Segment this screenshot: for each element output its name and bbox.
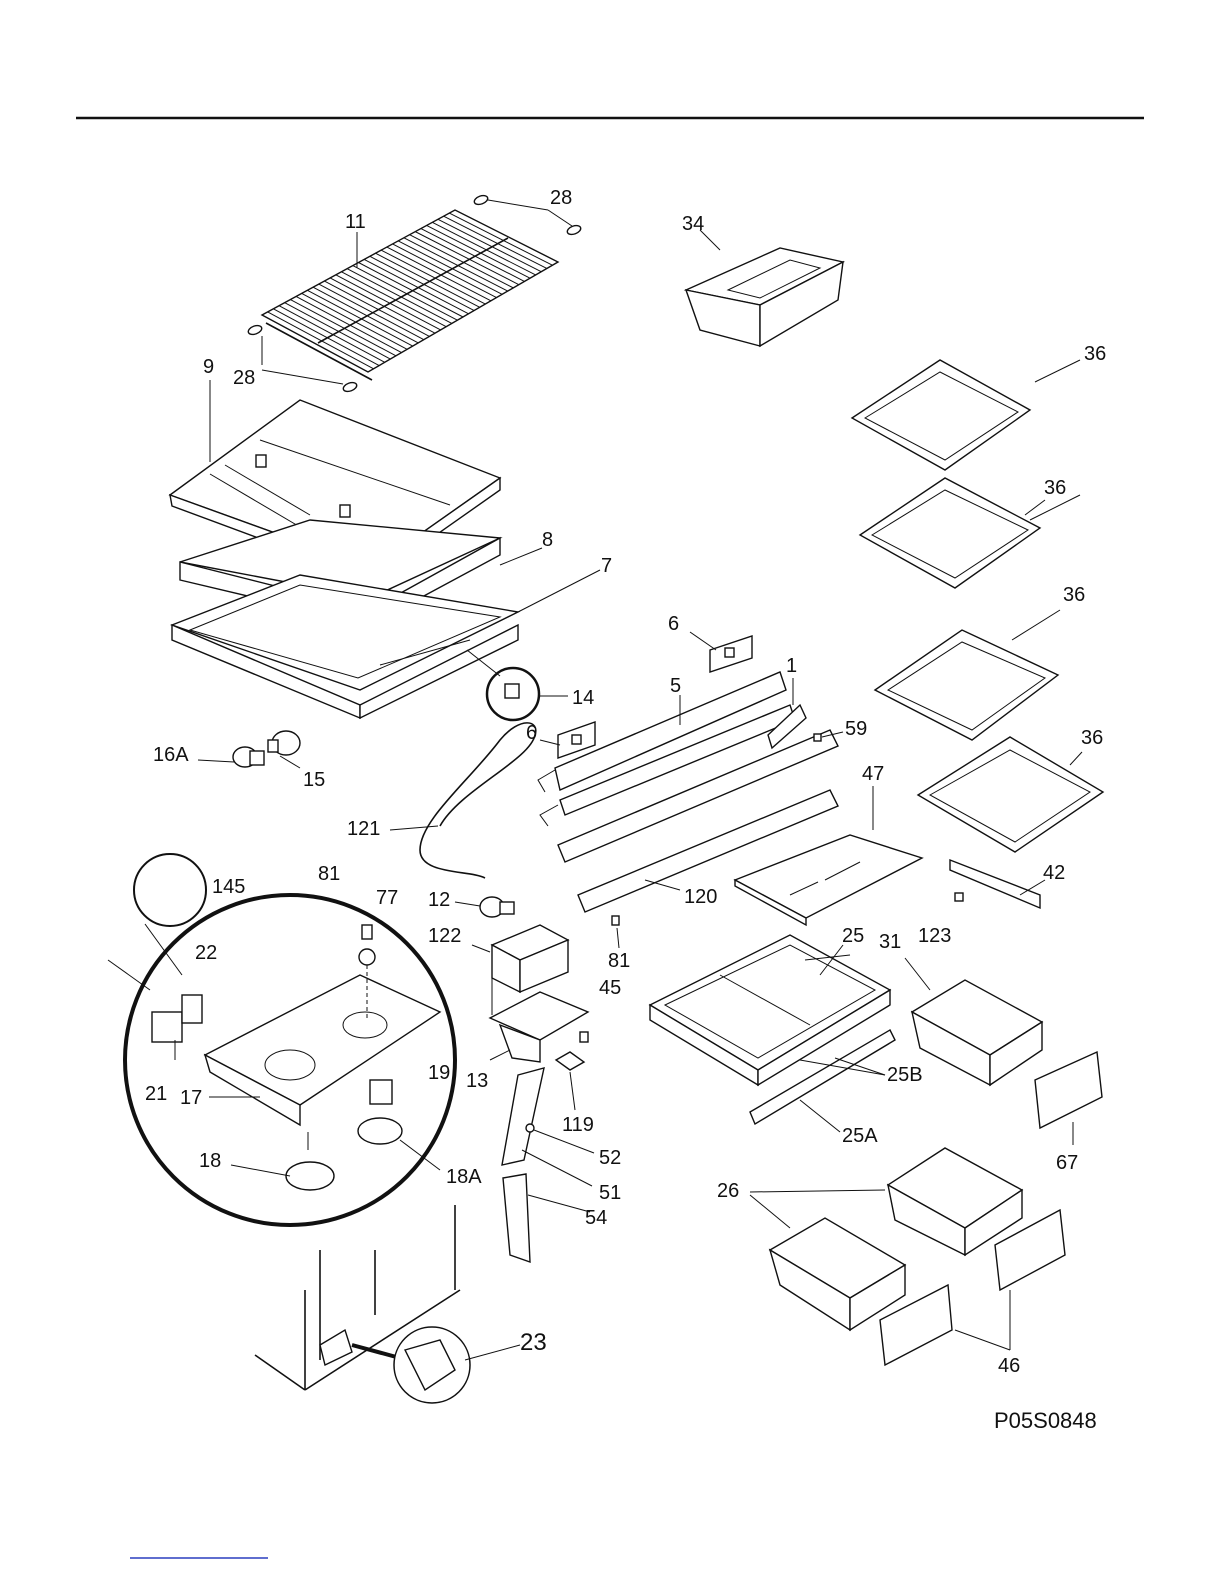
- callout-8: 8: [542, 529, 553, 551]
- door-shelf-36-3: [875, 610, 1060, 740]
- callout-23: 23: [520, 1329, 547, 1356]
- callout-46: 46: [998, 1355, 1020, 1377]
- callout-6a: 6: [668, 613, 679, 635]
- callout-120: 120: [684, 886, 717, 908]
- callout-45: 45: [599, 977, 621, 999]
- wire-shelf-11: [262, 210, 558, 380]
- callout-12: 12: [428, 889, 450, 911]
- callout-15: 15: [303, 769, 325, 791]
- callout-77: 77: [376, 887, 398, 909]
- tray-13: [490, 992, 588, 1062]
- light-bulb-15: [268, 731, 300, 768]
- callout-6b: 6: [526, 722, 537, 744]
- callout-7: 7: [601, 555, 612, 577]
- callout-36b: 36: [1044, 477, 1066, 499]
- diagram-code: P05S0848: [994, 1408, 1097, 1433]
- callout-36a: 36: [1084, 343, 1106, 365]
- screw-123: [955, 893, 963, 901]
- callout-21: 21: [145, 1083, 167, 1105]
- callout-18: 18: [199, 1150, 221, 1172]
- callout-17: 17: [180, 1087, 202, 1109]
- callout-18A: 18A: [446, 1166, 482, 1188]
- callout-14: 14: [572, 687, 594, 709]
- callout-26: 26: [717, 1180, 739, 1202]
- callout-25B: 25B: [887, 1064, 923, 1086]
- pad-119: [556, 1052, 584, 1110]
- callout-11: 11: [345, 211, 366, 233]
- callout-47: 47: [862, 763, 884, 785]
- screw-81-mid: [612, 916, 619, 948]
- crisper-drawer-31: [905, 958, 1042, 1085]
- drawer-front-67: [1035, 1052, 1102, 1145]
- callout-36d: 36: [1081, 727, 1103, 749]
- callout-31: 31: [879, 931, 901, 953]
- callout-54: 54: [585, 1207, 607, 1229]
- callout-123: 123: [918, 925, 951, 947]
- callout-119: 119: [562, 1114, 594, 1136]
- callout-28a: 28: [550, 187, 572, 209]
- callout-19: 19: [428, 1062, 450, 1084]
- callout-36c: 36: [1063, 584, 1085, 606]
- drawer-26-right: [888, 1148, 1022, 1255]
- door-shelf-36-2: [860, 478, 1045, 588]
- screw-45: [580, 1032, 588, 1042]
- light-socket-16A: [198, 747, 264, 767]
- callout-121: 121: [347, 818, 380, 840]
- detail-circle: [108, 854, 455, 1225]
- callout-5: 5: [670, 675, 681, 697]
- callout-9: 9: [203, 356, 214, 378]
- wire-harness-121: [420, 723, 536, 878]
- callout-122: 122: [428, 925, 461, 947]
- callout-67: 67: [1056, 1152, 1078, 1174]
- callout-42: 42: [1043, 862, 1065, 884]
- callout-1: 1: [786, 655, 797, 677]
- bracket-42: [950, 860, 1045, 908]
- door-shelf-36-1: [852, 360, 1080, 470]
- frame-7: [172, 575, 518, 718]
- callout-22: 22: [195, 942, 217, 964]
- callout-59: 59: [845, 718, 867, 740]
- switch-14: [467, 650, 568, 720]
- callout-25: 25: [842, 925, 864, 947]
- drawer-26-left: [750, 1190, 905, 1330]
- cabinet-corner-23: [255, 1205, 520, 1403]
- callout-81b: 81: [608, 950, 630, 972]
- callout-51: 51: [599, 1182, 621, 1204]
- screw-59: [814, 734, 821, 741]
- callout-145: 145: [212, 876, 245, 898]
- callout-16A: 16A: [153, 744, 189, 766]
- ice-bin-34: [686, 248, 843, 346]
- callout-28b: 28: [233, 367, 255, 389]
- glass-shelf-47: [735, 835, 922, 925]
- bracket-6-top: [690, 632, 752, 672]
- callout-13: 13: [466, 1070, 488, 1092]
- callout-81a: 81: [318, 863, 340, 885]
- callout-34: 34: [682, 213, 704, 235]
- callout-52: 52: [599, 1147, 621, 1169]
- duct-54: [503, 1174, 590, 1262]
- callout-25A: 25A: [842, 1125, 878, 1147]
- door-shelf-36-4: [918, 737, 1103, 852]
- thermostat-12: [455, 897, 514, 917]
